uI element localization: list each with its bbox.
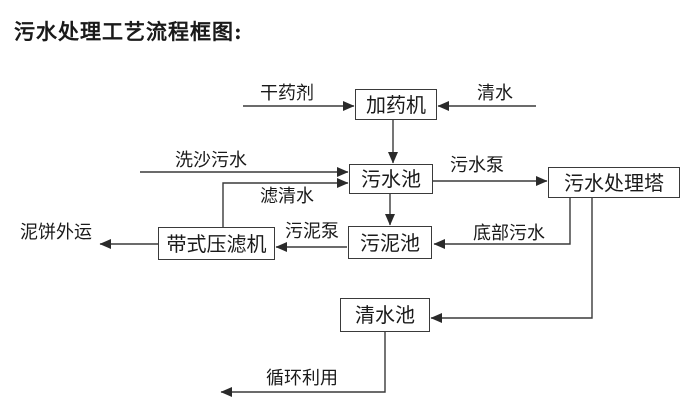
label-recycling: 循环利用 (266, 368, 338, 389)
node-belt-filter-press: 带式压滤机 (158, 227, 275, 260)
connector-clearpool-to-recycle (220, 332, 386, 397)
node-sludge-pool: 污泥池 (348, 226, 432, 259)
connector-tower-to-clearpool (430, 198, 593, 323)
label-filtered-water: 滤清水 (260, 186, 314, 207)
label-sewage-pump: 污水泵 (450, 155, 504, 176)
page-title: 污水处理工艺流程框图: (14, 19, 243, 44)
label-clear-water: 清水 (477, 83, 513, 104)
label-sludge-pump: 污泥泵 (285, 221, 339, 242)
label-mud-cake-out: 泥饼外运 (20, 222, 92, 243)
label-bottom-sewage: 底部污水 (473, 223, 545, 244)
node-treatment-tower: 污水处理塔 (548, 167, 680, 198)
label-sand-washing-sewage: 洗沙污水 (175, 150, 247, 171)
label-dry-agent: 干药剂 (260, 83, 314, 104)
node-sewage-pool: 污水池 (349, 164, 433, 194)
node-dosing-machine: 加药机 (355, 89, 437, 120)
connector-bottomsewage-to-sludgepool (433, 198, 571, 249)
connector-filteredwater-to-sewagepool (222, 178, 349, 227)
node-clear-water-pool: 清水池 (340, 298, 430, 332)
